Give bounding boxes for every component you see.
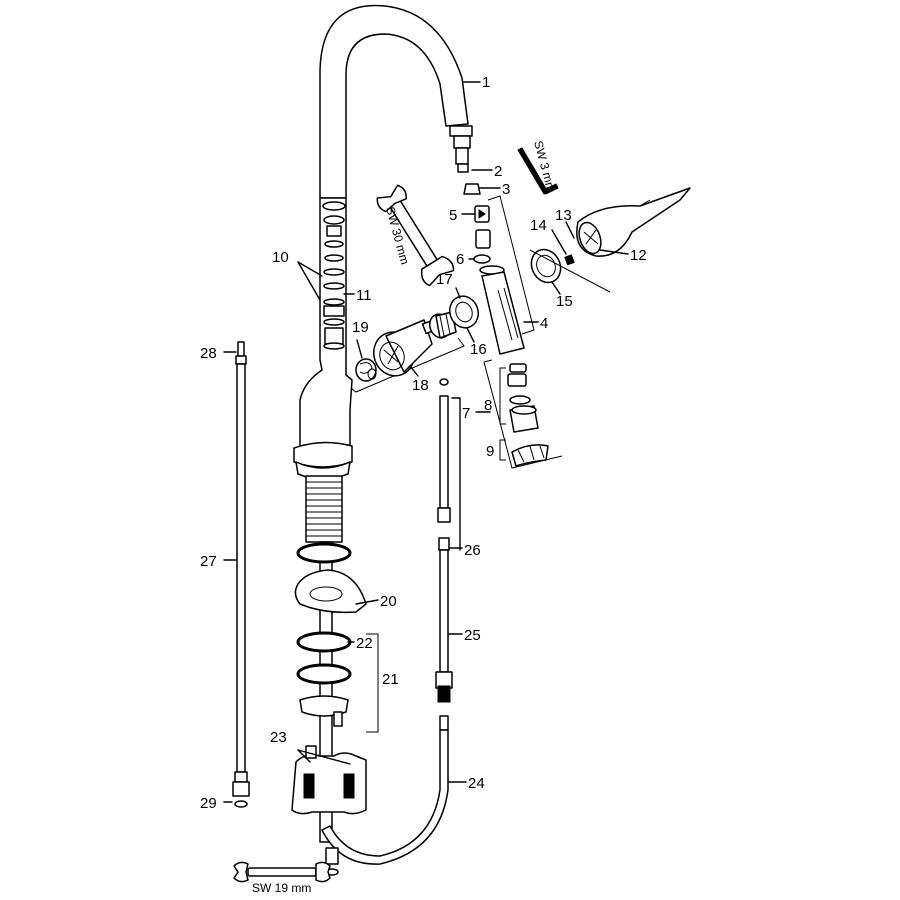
part-label-8: 8 (484, 397, 492, 414)
part-label-11: 11 (356, 287, 372, 304)
part-label-14: 14 (530, 217, 547, 234)
part-label-6: 6 (456, 251, 464, 268)
hex-key-3-label: SW 3 mm (531, 139, 558, 194)
part-label-16: 16 (470, 341, 487, 358)
check-valve (474, 205, 490, 223)
part-label-5: 5 (449, 207, 457, 224)
part-label-23: 23 (270, 729, 287, 746)
bracket-9 (499, 439, 506, 461)
spout-tube (319, 4, 469, 199)
part-label-12: 12 (630, 247, 647, 264)
seal-set (355, 358, 377, 382)
part-label-29: 29 (200, 795, 217, 812)
part-label-20: 20 (380, 593, 397, 610)
bracket-group-4 (487, 195, 535, 335)
wrench-19-label: SW 19 mm (252, 881, 311, 895)
part-label-27: 27 (200, 553, 217, 570)
bracket-8 (499, 367, 506, 425)
part-label-18: 18 (412, 377, 429, 394)
part-label-24: 24 (468, 775, 485, 792)
bracket-21 (366, 633, 379, 733)
part-label-15: 15 (556, 293, 573, 310)
cartridge (373, 319, 437, 377)
part-label-17: 17 (436, 271, 453, 288)
retaining-clip (511, 444, 549, 467)
dome-cover (449, 295, 479, 329)
part-label-25: 25 (464, 627, 481, 644)
grub-screw (564, 254, 575, 266)
part-label-13: 13 (555, 207, 572, 224)
part-label-22: 22 (356, 635, 373, 652)
lever-handle (576, 187, 691, 257)
part-label-10: 10 (272, 249, 289, 266)
part-label-7: 7 (462, 405, 470, 422)
part-label-3: 3 (502, 181, 510, 198)
insert-sleeve (475, 229, 491, 249)
part-label-28: 28 (200, 345, 217, 362)
wrench-19-icon (233, 861, 331, 883)
horseshoe-washer (294, 569, 367, 614)
handle-axis-line (529, 249, 611, 293)
part-label-9: 9 (486, 443, 494, 460)
tube-seals (322, 201, 346, 350)
sprayhead-hose-fitting (437, 378, 451, 523)
fixing-washers (296, 631, 352, 727)
part-label-19: 19 (352, 319, 369, 336)
supply-hose-left (232, 341, 250, 808)
bracket-group-7 (483, 359, 563, 469)
hose-coupling (449, 125, 473, 173)
part-label-21: 21 (382, 671, 399, 688)
threaded-shank (305, 475, 343, 543)
mounting-nut (291, 745, 367, 815)
part-label-2: 2 (494, 163, 502, 180)
spray-body (479, 265, 525, 355)
valve-body (293, 197, 353, 480)
wrench-30-icon (376, 184, 455, 287)
aerator-parts (507, 363, 539, 433)
hex-key-3-icon (517, 147, 559, 195)
pull-out-hose (321, 715, 449, 865)
o-ring-6 (473, 254, 491, 264)
part-label-4: 4 (540, 315, 548, 332)
gasket-ring (296, 542, 352, 564)
part-label-1: 1 (482, 74, 490, 91)
extension-hose (435, 537, 453, 703)
part-label-26: 26 (464, 542, 481, 559)
small-nut (463, 183, 481, 195)
